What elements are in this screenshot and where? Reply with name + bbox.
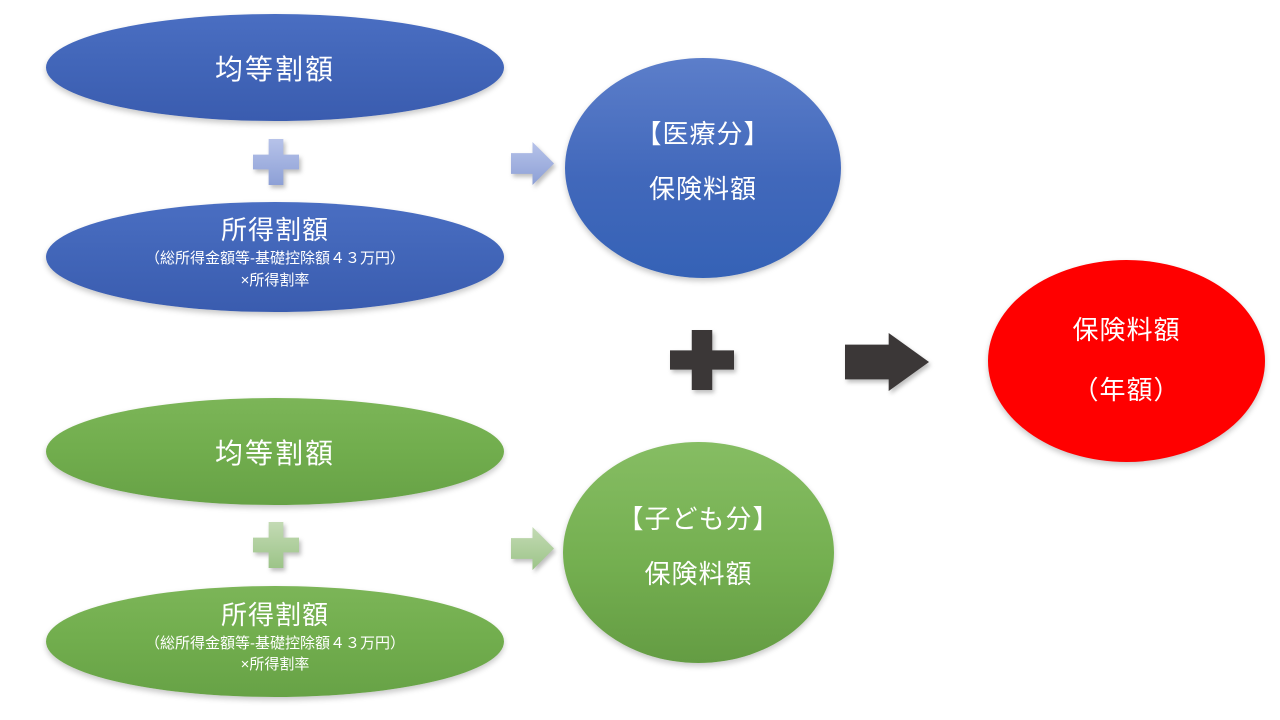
arrow-right-icon [511, 142, 554, 185]
annual-premium-ellipse: 保険料額 （年額） [988, 260, 1265, 462]
arrow-right-icon [511, 527, 554, 570]
arrow-right-icon [845, 333, 929, 391]
child-income-share-ellipse: 所得割額 （総所得金額等-基礎控除額４３万円） ×所得割率 [46, 586, 504, 697]
medical-equal-share-ellipse: 均等割額 [46, 14, 504, 121]
medical-equal-share-label: 均等割額 [214, 53, 335, 85]
medical-income-share-ellipse: 所得割額 （総所得金額等-基礎控除額４３万円） ×所得割率 [46, 202, 504, 312]
plus-icon [253, 139, 299, 185]
child-income-formula-line1: （総所得金額等-基礎控除額４３万円） [145, 634, 405, 652]
child-premium-ellipse: 【子ども分】 保険料額 [563, 442, 834, 663]
medical-premium-line2: 保険料額 [648, 174, 757, 204]
medical-premium-ellipse: 【医療分】 保険料額 [565, 58, 841, 278]
child-equal-share-ellipse: 均等割額 [46, 398, 504, 505]
plus-icon [670, 330, 734, 390]
medical-income-formula-line1: （総所得金額等-基礎控除額４３万円） [145, 250, 405, 268]
medical-income-formula-line2: ×所得割率 [240, 271, 310, 289]
child-income-share-label: 所得割額 [220, 599, 329, 630]
child-premium-line1: 【子ども分】 [617, 503, 780, 534]
child-premium-line2: 保険料額 [644, 558, 753, 589]
child-income-formula-line2: ×所得割率 [240, 656, 310, 674]
child-equal-share-label: 均等割額 [214, 437, 335, 469]
plus-icon [253, 522, 299, 568]
annual-premium-line1: 保険料額 [1072, 315, 1181, 346]
medical-premium-line1: 【医療分】 [635, 119, 771, 150]
medical-income-share-label: 所得割額 [220, 215, 329, 246]
annual-premium-line2: （年額） [1072, 375, 1181, 405]
